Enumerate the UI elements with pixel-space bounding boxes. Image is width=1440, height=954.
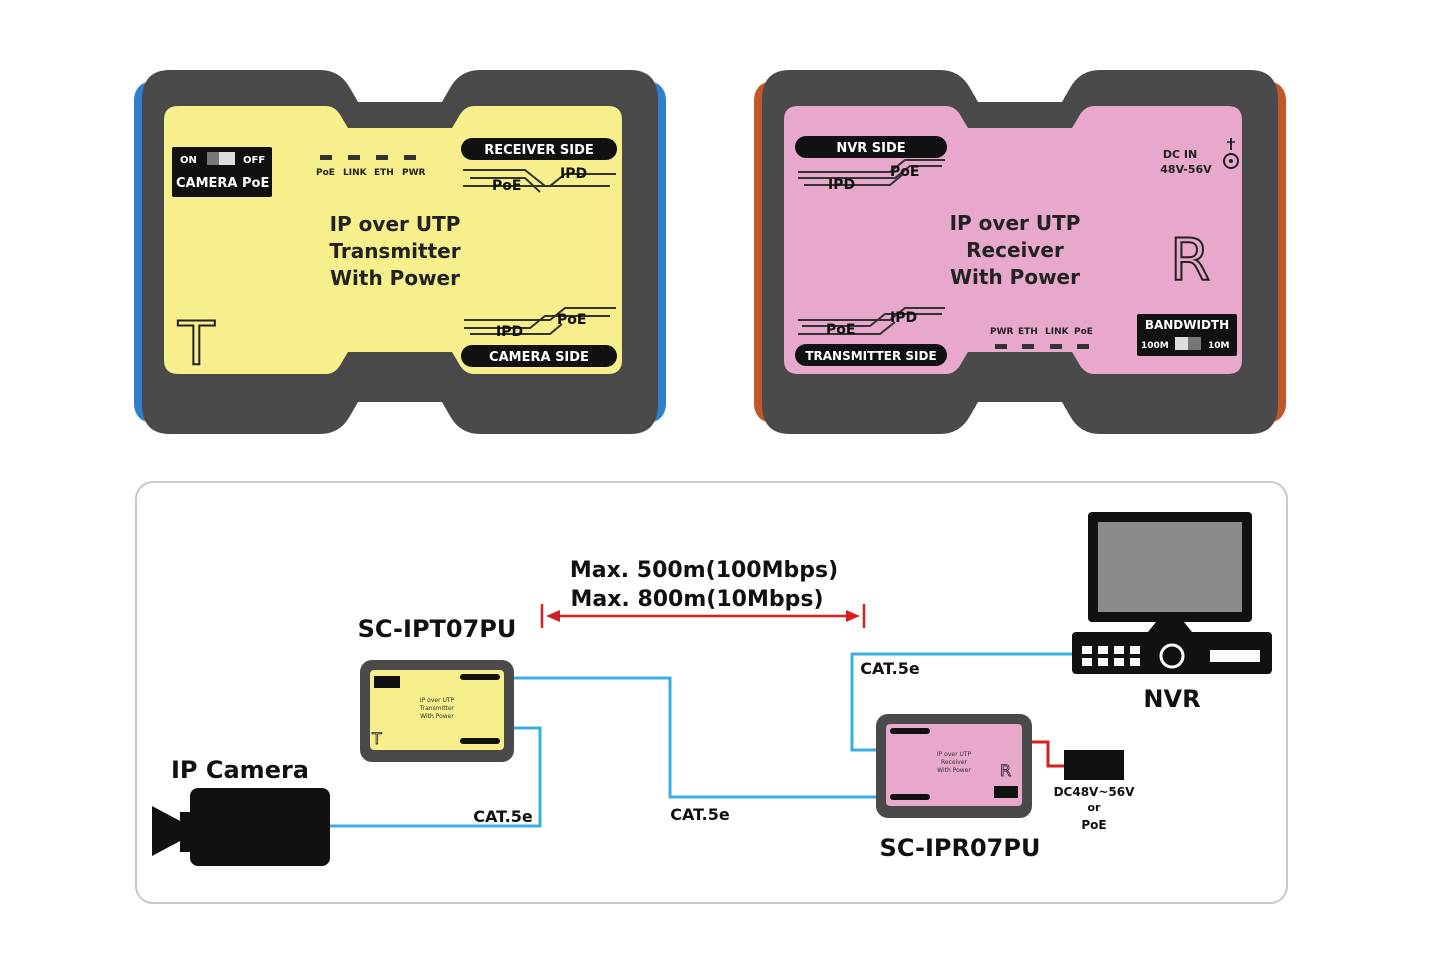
led-label: PWR [990, 327, 1014, 337]
led-label: LINK [343, 168, 368, 178]
distance-arrow [540, 604, 866, 628]
receiver-title-line: IP over UTP [950, 211, 1081, 235]
led-poe-icon [320, 155, 332, 160]
mini-receiver-device: IP over UTP Receiver With Power R [876, 714, 1032, 818]
cable-label-middle: CAT.5e [670, 805, 730, 824]
signal-lines-icon [798, 313, 942, 335]
led-label: PoE [1074, 327, 1093, 337]
transmitter-model-label: SC-IPT07PU [358, 615, 517, 643]
bottom-poe-label: PoE [557, 312, 586, 328]
transmitter-side-tag [795, 344, 947, 366]
signal-lines-icon [798, 165, 942, 186]
transmitter-face [164, 106, 622, 374]
led-eth-icon [1022, 344, 1034, 349]
led-pwr-icon [404, 155, 416, 160]
signal-lines-icon [464, 307, 616, 321]
svg-text:R: R [1000, 761, 1011, 780]
receiver-title-line: With Power [950, 265, 1080, 289]
bandwidth-switch-panel [1137, 314, 1237, 356]
ip-camera-icon [152, 788, 330, 866]
bandwidth-switch-knob [1188, 337, 1201, 350]
bottom-poe-label: PoE [826, 322, 855, 338]
nvr-side-tag [795, 136, 947, 158]
led-link-icon [1050, 344, 1062, 349]
cable-receiver-to-nvr [850, 652, 1074, 752]
led-poe-icon [1077, 344, 1089, 349]
receiver-side-label: RECEIVER SIDE [484, 143, 594, 158]
power-line [1030, 740, 1064, 768]
power-spec-label: DC48V~56V [1054, 785, 1136, 799]
signal-lines-icon [463, 169, 610, 193]
svg-text:IP over UTP: IP over UTP [420, 697, 455, 704]
switch-off-label: OFF [243, 155, 265, 166]
receiver-device: NVR SIDE IPD PoE DC IN 48V-56V IP over U… [754, 70, 1286, 434]
bottom-ipd-label: IPD [890, 310, 917, 326]
receiver-side-tag [461, 138, 617, 160]
transmitter-side-label: TRANSMITTER SIDE [805, 349, 936, 363]
switch-name-label: CAMERA PoE [176, 176, 269, 191]
svg-text:IP over UTP: IP over UTP [937, 751, 972, 758]
led-link-icon [348, 155, 360, 160]
bandwidth-100m-label: 100M [1141, 341, 1169, 351]
signal-lines-icon [464, 315, 610, 335]
svg-text:Receiver: Receiver [941, 759, 967, 766]
bandwidth-10m-label: 10M [1208, 341, 1230, 351]
cable-transmitter-to-receiver [512, 676, 880, 799]
led-label: PWR [402, 168, 426, 178]
led-label: ETH [1018, 327, 1038, 337]
dc-in-voltage: 48V-56V [1160, 163, 1212, 176]
top-ipd-label: IPD [828, 177, 855, 193]
receiver-led-group: PWR ETH LINK PoE [990, 327, 1093, 349]
svg-text:T: T [371, 729, 382, 748]
distance-label-100m: Max. 500m(100Mbps) [570, 558, 838, 583]
ip-camera-label: IP Camera [171, 756, 309, 784]
nvr-side-label: NVR SIDE [836, 141, 905, 156]
power-or-label: or [1088, 801, 1102, 814]
nvr-icon [1072, 512, 1272, 674]
switch-on-label: ON [180, 155, 197, 166]
bottom-ipd-label: IPD [496, 324, 523, 340]
receiver-face [784, 106, 1242, 374]
transmitter-title-line: With Power [330, 266, 460, 290]
cable-label-nvr: CAT.5e [860, 659, 920, 678]
led-pwr-icon [995, 344, 1007, 349]
transmitter-letter: T [177, 309, 215, 379]
transmitter-led-group: PoE LINK ETH PWR [316, 155, 426, 178]
svg-text:Transmitter: Transmitter [419, 705, 455, 712]
receiver-model-label: SC-IPR07PU [880, 834, 1041, 862]
bandwidth-label: BANDWIDTH [1145, 318, 1229, 332]
nvr-label: NVR [1143, 685, 1200, 713]
top-ipd-label: IPD [560, 166, 587, 182]
transmitter-title-line: Transmitter [329, 239, 460, 263]
signal-lines-icon [798, 159, 945, 173]
camera-poe-switch-panel [172, 147, 272, 197]
dc-in-label: DC IN [1163, 148, 1197, 161]
dc-jack-icon [1223, 138, 1239, 169]
camera-side-label: CAMERA SIDE [489, 350, 589, 365]
camera-poe-switch-knob [207, 152, 219, 165]
mini-transmitter-device: IP over UTP Transmitter With Power T [360, 660, 514, 762]
led-label: ETH [374, 168, 394, 178]
receiver-letter: R [1170, 226, 1210, 294]
receiver-title-line: Receiver [966, 238, 1064, 262]
transmitter-title-line: IP over UTP [330, 212, 461, 236]
led-label: PoE [316, 168, 335, 178]
svg-text:With Power: With Power [937, 767, 971, 774]
top-poe-label: PoE [492, 178, 521, 194]
cable-label-camera: CAT.5e [473, 807, 533, 826]
cables [330, 652, 1074, 828]
led-label: LINK [1045, 327, 1070, 337]
power-poe-label: PoE [1081, 818, 1106, 832]
svg-text:With Power: With Power [420, 713, 454, 720]
distance-label-10m: Max. 800m(10Mbps) [571, 587, 824, 612]
power-adapter-icon [1064, 750, 1124, 780]
led-eth-icon [376, 155, 388, 160]
signal-lines-icon [463, 173, 616, 187]
top-poe-label: PoE [890, 164, 919, 180]
transmitter-device: ON OFF CAMERA PoE PoE LINK ETH PWR RECEI… [134, 70, 666, 434]
camera-side-tag [461, 345, 617, 367]
cable-camera-to-transmitter [330, 726, 542, 828]
